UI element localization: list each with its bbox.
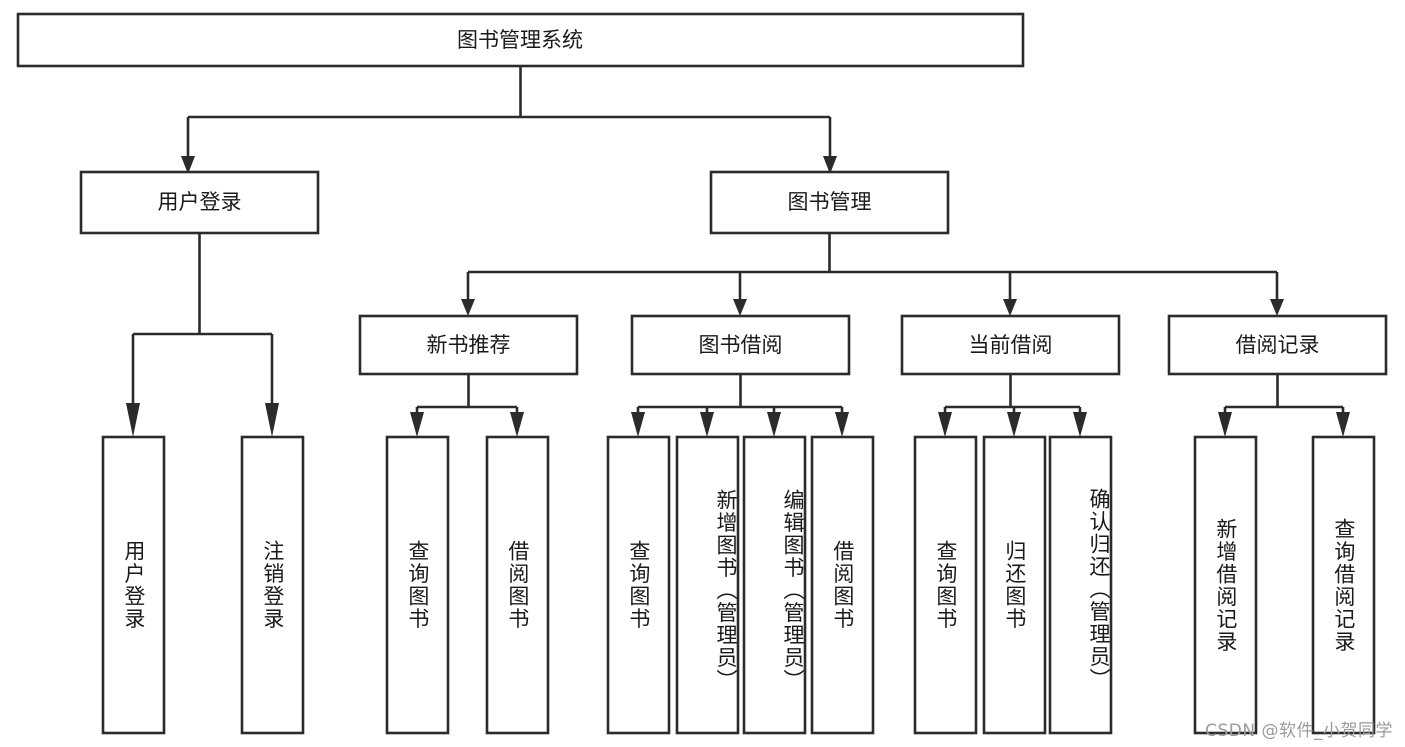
leaf-logout-login-box[interactable]: [240, 435, 305, 735]
arrow-to-leaf-return-book: [1007, 412, 1021, 437]
node-root[interactable]: 图书管理系统: [16, 12, 1025, 68]
watermark-text: CSDN @软件_小贺同学: [1205, 721, 1393, 741]
arrow-to-current-borrow: [1003, 299, 1017, 316]
connector-group-book-borrow: [631, 374, 849, 437]
arrow-to-leaf-query-book-3: [938, 412, 952, 437]
node-book-management-box[interactable]: [709, 170, 950, 235]
node-current-borrow-label: 当前借阅: [969, 333, 1053, 357]
node-book-management-label: 图书管理: [788, 190, 872, 214]
leaf-query-book-2-box[interactable]: [606, 435, 671, 735]
node-current-borrow-box[interactable]: [900, 314, 1121, 376]
arrow-to-leaf-user-login: [126, 403, 140, 437]
node-root-label: 图书管理系统: [457, 28, 583, 52]
node-borrow-record-box[interactable]: [1167, 314, 1388, 376]
arrow-to-borrow-record: [1270, 299, 1284, 316]
connector-group-new-book-recommend: [410, 374, 524, 437]
node-user-login-box[interactable]: [79, 170, 320, 235]
node-new-book-recommend[interactable]: 新书推荐: [358, 314, 579, 376]
leaf-user-login-box[interactable]: [101, 435, 166, 735]
arrow-to-leaf-query-book-2: [631, 412, 645, 437]
connector-group-user-login: [126, 233, 279, 437]
arrow-to-leaf-query-book-1: [410, 412, 424, 437]
leaf-query-book-3-box[interactable]: [913, 435, 978, 735]
leaf-borrow-book-1-box[interactable]: [485, 435, 550, 735]
node-user-login[interactable]: 用户登录: [79, 170, 320, 235]
node-current-borrow[interactable]: 当前借阅: [900, 314, 1121, 376]
arrow-to-leaf-add-record: [1218, 412, 1232, 437]
connector-group-borrow-record: [1218, 374, 1350, 437]
leaf-query-book-1-box[interactable]: [385, 435, 450, 735]
leaf-return-book-box[interactable]: [982, 435, 1047, 735]
connector-group-book-management: [461, 233, 1284, 316]
arrow-to-book-management: [823, 156, 837, 174]
connector-group-current-borrow: [938, 374, 1087, 437]
node-borrow-record-label: 借阅记录: [1236, 333, 1320, 357]
arrow-to-leaf-query-record: [1336, 412, 1350, 437]
arrow-to-leaf-confirm-return: [1073, 412, 1087, 437]
arrow-to-leaf-add-book: [700, 412, 714, 437]
arrow-to-leaf-logout-login: [265, 403, 279, 437]
node-user-login-label: 用户登录: [158, 190, 242, 214]
leaf-borrow-book-2-box[interactable]: [810, 435, 875, 735]
arrow-to-leaf-borrow-book-2: [835, 412, 849, 437]
node-borrow-record[interactable]: 借阅记录: [1167, 314, 1388, 376]
leaf-confirm-return-box[interactable]: [1048, 435, 1113, 735]
leaf-add-book-box[interactable]: [675, 435, 740, 735]
node-new-book-recommend-label: 新书推荐: [427, 333, 511, 357]
connector-group-root: [181, 66, 837, 174]
arrow-to-leaf-edit-book: [767, 412, 781, 437]
node-book-borrow-box[interactable]: [630, 314, 851, 376]
arrow-to-book-borrow: [733, 299, 747, 316]
arrow-to-leaf-borrow-book-1: [510, 412, 524, 437]
arrow-to-new-book-recommend: [461, 299, 475, 316]
node-book-borrow[interactable]: 图书借阅: [630, 314, 851, 376]
arrow-to-user-login: [181, 156, 195, 174]
node-root-box[interactable]: [16, 12, 1025, 68]
leaf-query-record-box[interactable]: [1311, 435, 1376, 735]
node-book-management[interactable]: 图书管理: [709, 170, 950, 235]
node-book-borrow-label: 图书借阅: [699, 333, 783, 357]
node-new-book-recommend-box[interactable]: [358, 314, 579, 376]
leaf-edit-book-box[interactable]: [742, 435, 807, 735]
leaf-boxes-group: [101, 435, 1376, 735]
leaf-add-record-box[interactable]: [1193, 435, 1258, 735]
